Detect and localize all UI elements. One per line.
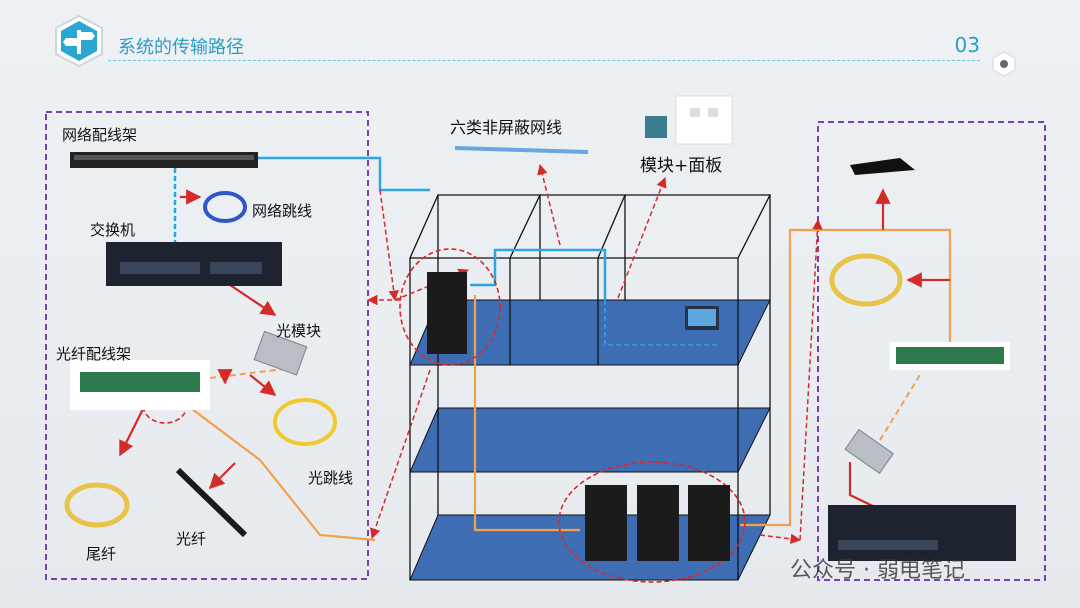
- fiber-cable-device: [175, 467, 248, 538]
- fiber-left-route: [159, 384, 376, 542]
- left-group-frame: [45, 111, 369, 580]
- slide-header: 系统的传输路径 03: [0, 0, 1080, 80]
- patch-panel-device: [70, 152, 258, 168]
- fiber-jumper-coil: [273, 398, 337, 446]
- arrow-utp-label: [537, 163, 561, 246]
- optical-module-right: [844, 428, 894, 474]
- pigtail-coil: [64, 482, 130, 528]
- fiber-backbone: [473, 295, 580, 532]
- switch-right: [828, 505, 1016, 561]
- signpost-icon: [55, 14, 103, 68]
- label-patch-panel: 网络配线架: [62, 126, 138, 144]
- patch-cord-coil: [203, 191, 247, 223]
- label-pigtail: 尾纤: [86, 545, 117, 563]
- utp-horizontal-cable: [470, 248, 607, 300]
- server-rack-group: [585, 485, 730, 561]
- optical-module-device: [253, 330, 308, 376]
- pigtail-coil-right: [829, 253, 903, 307]
- arrow-into-right: [799, 218, 823, 541]
- label-switch: 交换机: [90, 221, 136, 239]
- label-cat6-utp: 六类非屏蔽网线: [450, 118, 563, 137]
- right-module-dashed: [879, 374, 921, 441]
- label-module-panel: 模块+面板: [640, 156, 723, 176]
- arrow-to-right-frame: [759, 533, 802, 545]
- header-divider: [108, 60, 980, 61]
- switch-device: [106, 242, 282, 286]
- hexagon-dot-icon: [992, 51, 1016, 77]
- workstation-device: [685, 306, 719, 330]
- right-group-frame: [817, 121, 1046, 581]
- workarea-dashed-link: [604, 300, 720, 346]
- label-optical-module: 光模块: [276, 322, 322, 340]
- label-patch-cord: 网络跳线: [252, 202, 313, 220]
- label-fiber: 光纤: [176, 530, 207, 548]
- fiber-frame-right: [890, 342, 1010, 370]
- watermark-text: 公众号 · 弱电笔记: [790, 558, 965, 583]
- rack-highlight: [399, 248, 501, 366]
- server-rack-upper: [427, 272, 467, 354]
- arrow-module-label: [617, 177, 667, 299]
- rack-group-highlight: [558, 461, 746, 583]
- fiber-frame-device: [70, 360, 210, 410]
- arrow-switch-optmod: [229, 284, 277, 316]
- faceplate-device: [645, 95, 733, 145]
- arrow-to-pigtail: [119, 404, 146, 457]
- fiber-right-route: [740, 228, 952, 527]
- utp-cable-to-panel: [258, 156, 430, 192]
- page-title: 系统的传输路径: [118, 37, 244, 58]
- arrow-to-cat6: [379, 189, 399, 302]
- arrow-to-optical-module: [249, 374, 277, 396]
- cat6-cable-device: [454, 146, 589, 154]
- page-number: 03: [954, 33, 980, 57]
- label-fiber-frame: 光纤配线架: [56, 345, 132, 363]
- fiber-cable-right: [850, 158, 915, 175]
- arrow-to-fiber: [208, 462, 236, 490]
- floor-middle: [409, 407, 771, 473]
- label-fiber-jumper: 光跳线: [308, 469, 354, 487]
- arrow-lower-left: [370, 369, 431, 539]
